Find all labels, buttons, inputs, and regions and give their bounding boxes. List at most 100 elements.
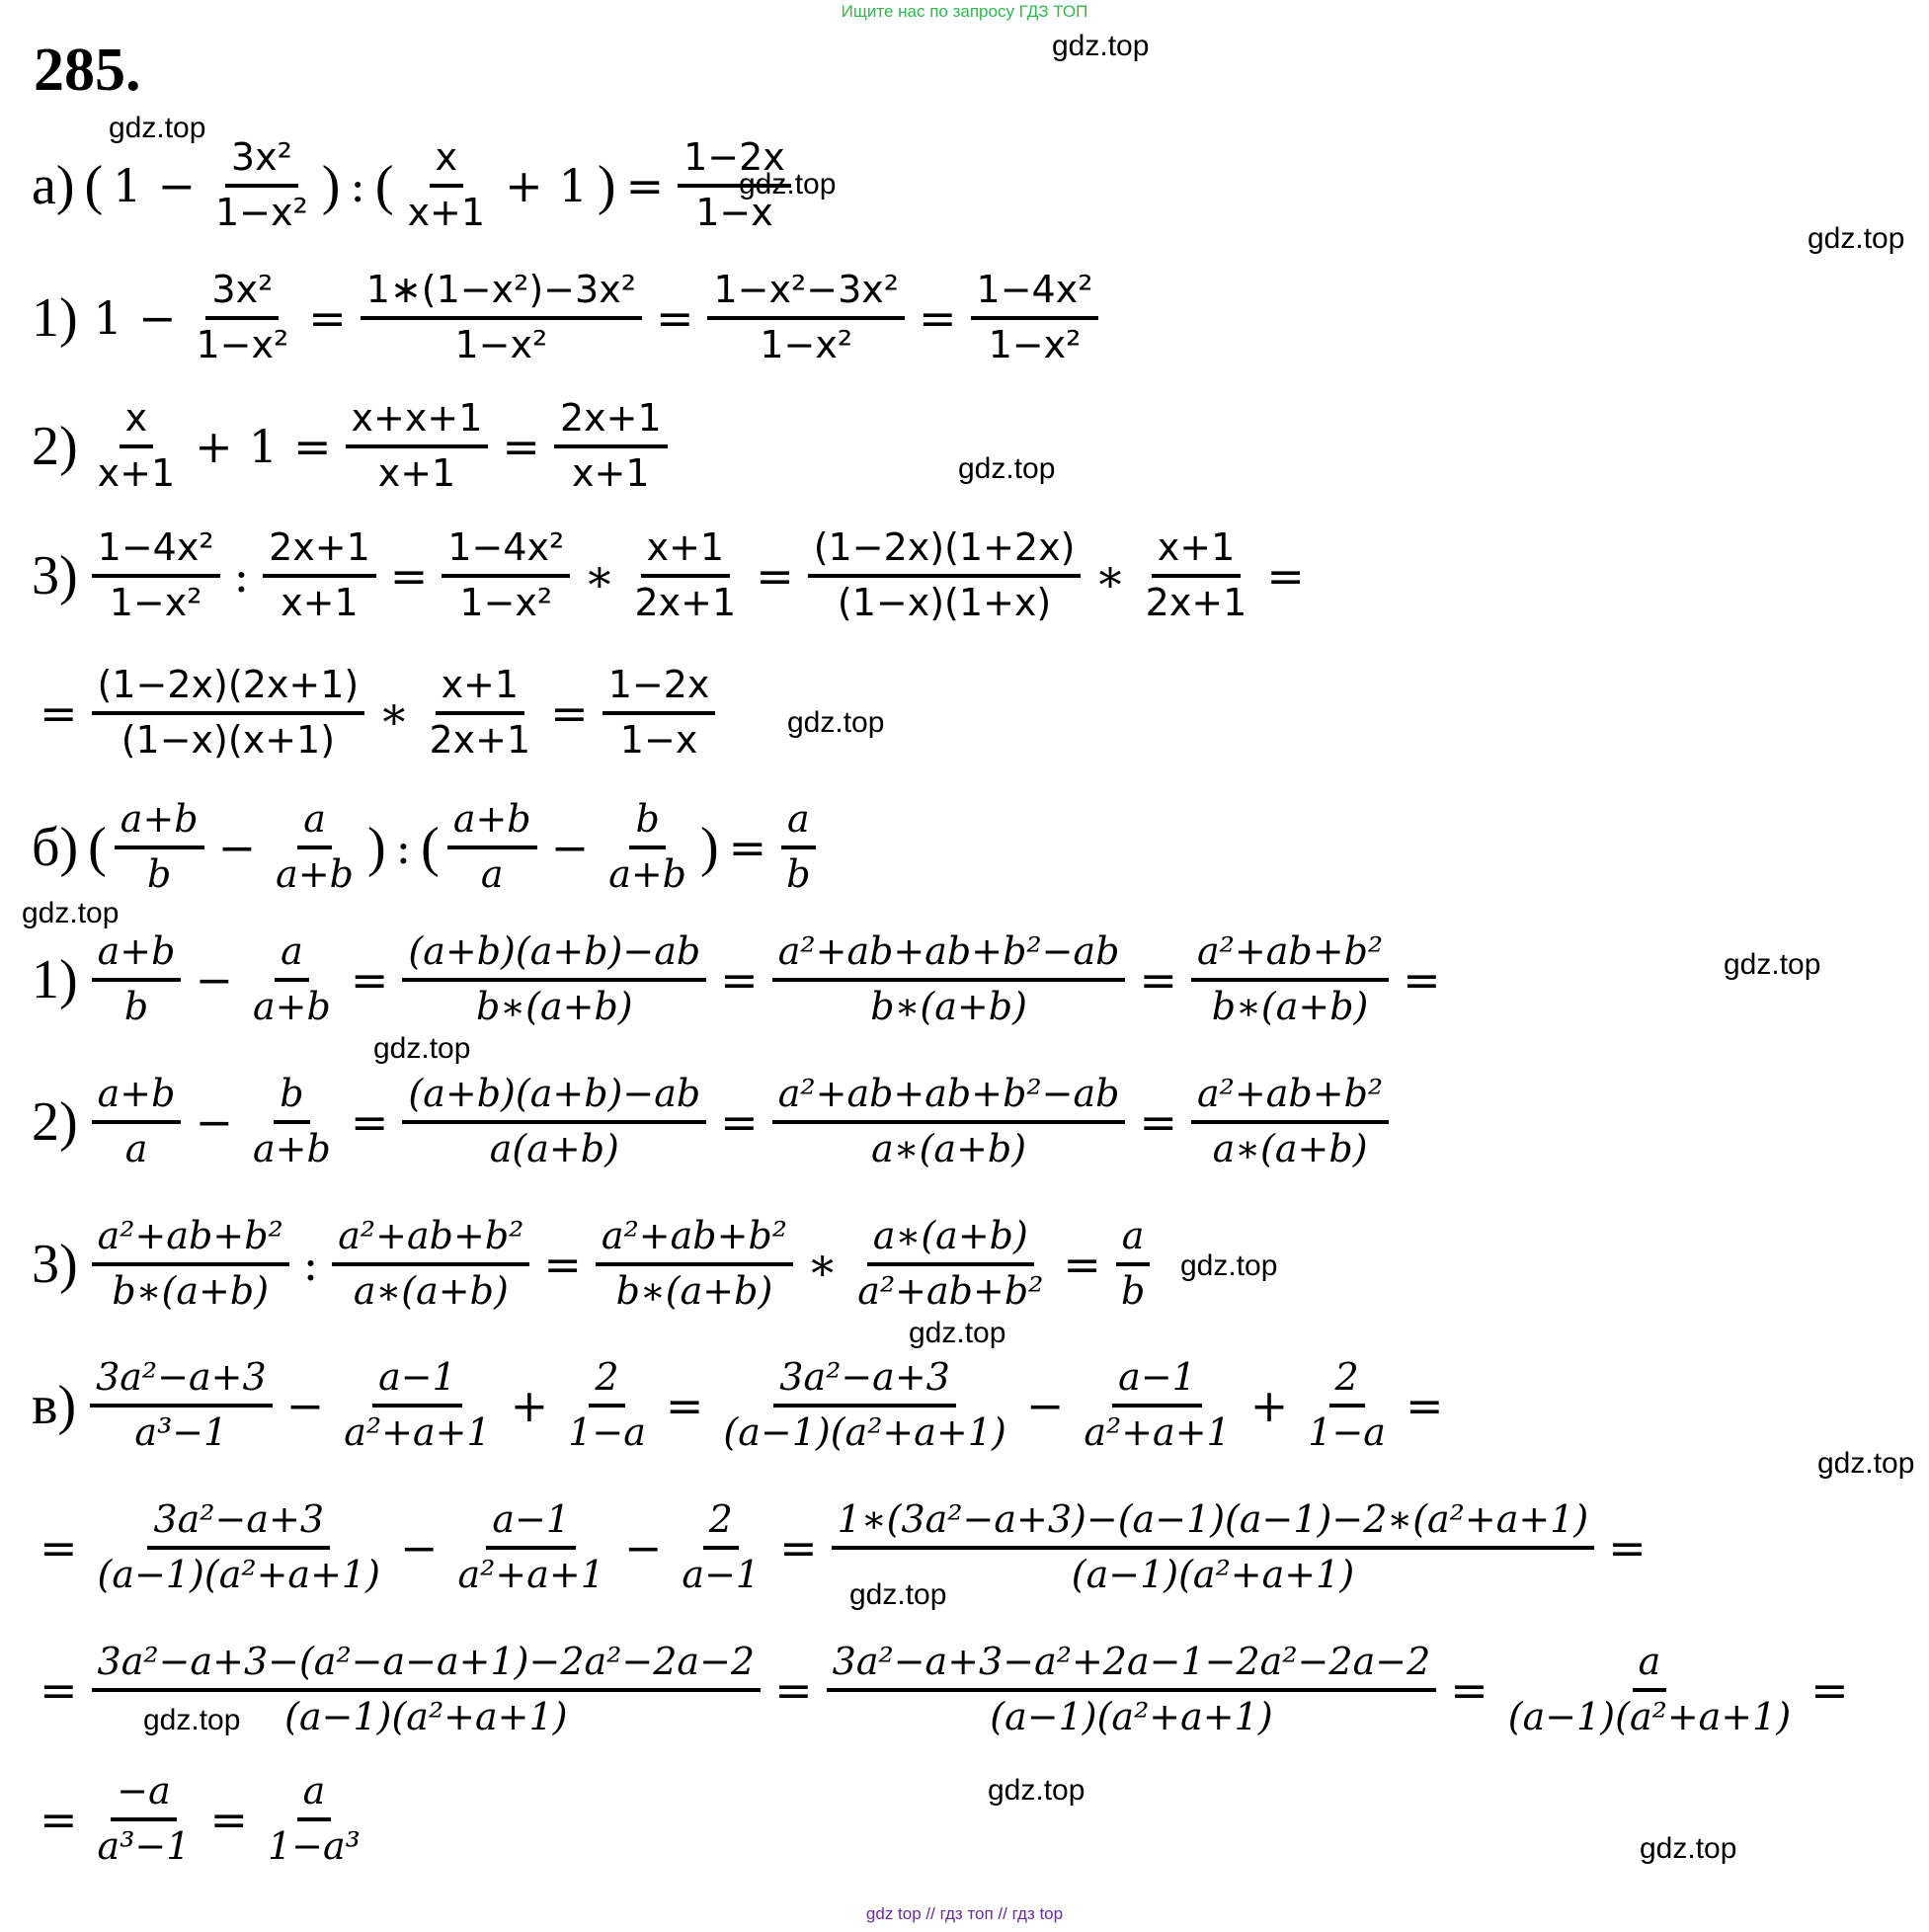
denominator: a∗(a+b) — [353, 1268, 509, 1313]
denominator: b — [123, 984, 149, 1028]
numerator: a+b — [91, 1072, 182, 1124]
operator: = — [1139, 1094, 1178, 1149]
operator: : — [233, 548, 250, 603]
denominator: b∗(a+b) — [870, 984, 1027, 1028]
numerator: 3x² — [205, 268, 280, 320]
denominator: (a−1)(a²+a+1) — [97, 1552, 380, 1596]
numerator: a∗(a+b) — [866, 1214, 1034, 1266]
numerator: 2 — [589, 1355, 625, 1408]
operator: ∗ — [1094, 548, 1126, 603]
footer-links[interactable]: gdz top // гдз топ // гдз top — [865, 1904, 1064, 1923]
operator: = — [1266, 548, 1305, 603]
watermark: gdz.top — [22, 897, 120, 929]
denominator: a(a+b) — [489, 1126, 619, 1170]
denominator: (1−x)(x+1) — [121, 717, 336, 762]
operator: = — [502, 419, 540, 473]
denominator: 2x+1 — [1145, 580, 1247, 624]
numerator: 1−2x — [678, 135, 791, 188]
numerator: a+b — [446, 797, 537, 849]
operator: = — [1608, 1520, 1647, 1574]
step-label: 1) — [32, 286, 78, 349]
numerator: a²+ab+b² — [595, 1214, 794, 1266]
numerator: 3x² — [224, 135, 298, 188]
denominator: a+b — [608, 851, 687, 896]
watermark: gdz.top — [109, 112, 206, 144]
operator: = — [774, 1662, 813, 1717]
numerator: 1−4x² — [970, 268, 1099, 320]
numerator: 1−4x² — [91, 525, 220, 578]
numerator: 2x+1 — [553, 396, 668, 448]
fraction: 3a²−a+3(a−1)(a²+a+1) — [92, 1497, 386, 1596]
denominator: b — [1120, 1268, 1146, 1313]
denominator: 1−x² — [760, 322, 853, 366]
numerator: (a+b)(a+b)−ab — [402, 1072, 707, 1124]
operator: − — [217, 820, 257, 874]
numerator: 1−4x² — [442, 525, 571, 578]
numerator: 2x+1 — [263, 525, 376, 578]
numerator: a²+ab+ab+b²−ab — [771, 929, 1126, 982]
denominator: a+b — [276, 851, 354, 896]
operator: = — [350, 1094, 389, 1149]
denominator: 1−a — [1308, 1409, 1386, 1454]
numerator: x+1 — [1151, 525, 1242, 578]
denominator: a²+a+1 — [1084, 1409, 1231, 1454]
numerator: 3a²−a+3−(a²−a−a+1)−2a²−2a−2 — [91, 1640, 762, 1692]
denominator: 1−a — [568, 1409, 646, 1454]
numerator: 2 — [1328, 1355, 1365, 1408]
denominator: a∗(a+b) — [1212, 1126, 1368, 1170]
numerator: 1∗(1−x²)−3x² — [360, 268, 642, 320]
fraction: 3a²−a+3−a²+2a−1−2a²−2a−2(a−1)(a²+a+1) — [826, 1640, 1437, 1738]
numerator: 1∗(3a²−a+3)−(a−1)(a−1)−2∗(a²+a+1) — [831, 1497, 1595, 1550]
numerator: x+1 — [640, 525, 731, 578]
operator: : — [395, 820, 412, 874]
numerator: (a+b)(a+b)−ab — [402, 929, 707, 982]
denominator: x+1 — [281, 580, 359, 624]
term: 1 — [113, 158, 142, 212]
fraction: 3a²−a+3−(a²−a−a+1)−2a²−2a−2(a−1)(a²+a+1) — [91, 1640, 762, 1738]
denominator: (a−1)(a²+a+1) — [723, 1409, 1006, 1454]
numerator: (1−2x)(2x+1) — [91, 663, 365, 715]
fraction: (1−2x)(2x+1)(1−x)(x+1) — [91, 663, 365, 762]
numerator: a²+ab+b² — [1191, 929, 1390, 982]
operator: = — [1450, 1662, 1488, 1717]
operator: = — [728, 820, 767, 874]
operator: + — [505, 158, 543, 212]
numerator: x+1 — [435, 663, 525, 715]
equation-v-step3: = 3a²−a+3−(a²−a−a+1)−2a²−2a−2(a−1)(a²+a+… — [32, 1640, 1857, 1738]
operator: − — [157, 158, 196, 212]
denominator: a²+ab+b² — [857, 1268, 1044, 1313]
numerator: b — [629, 797, 666, 849]
denominator: a+b — [253, 1126, 331, 1170]
denominator: (1−x)(1+x) — [837, 580, 1052, 624]
denominator: b — [786, 851, 811, 896]
operator: − — [285, 1378, 325, 1432]
paren: ) — [321, 154, 341, 216]
operator: + — [510, 1378, 549, 1432]
numerator: a — [296, 1769, 332, 1821]
operator: = — [655, 290, 694, 345]
watermark: gdz.top — [958, 452, 1056, 485]
watermark: gdz.top — [787, 706, 885, 739]
numerator: 3a²−a+3 — [90, 1355, 273, 1408]
step-label: 1) — [32, 948, 78, 1010]
denominator: b∗(a+b) — [475, 984, 633, 1028]
